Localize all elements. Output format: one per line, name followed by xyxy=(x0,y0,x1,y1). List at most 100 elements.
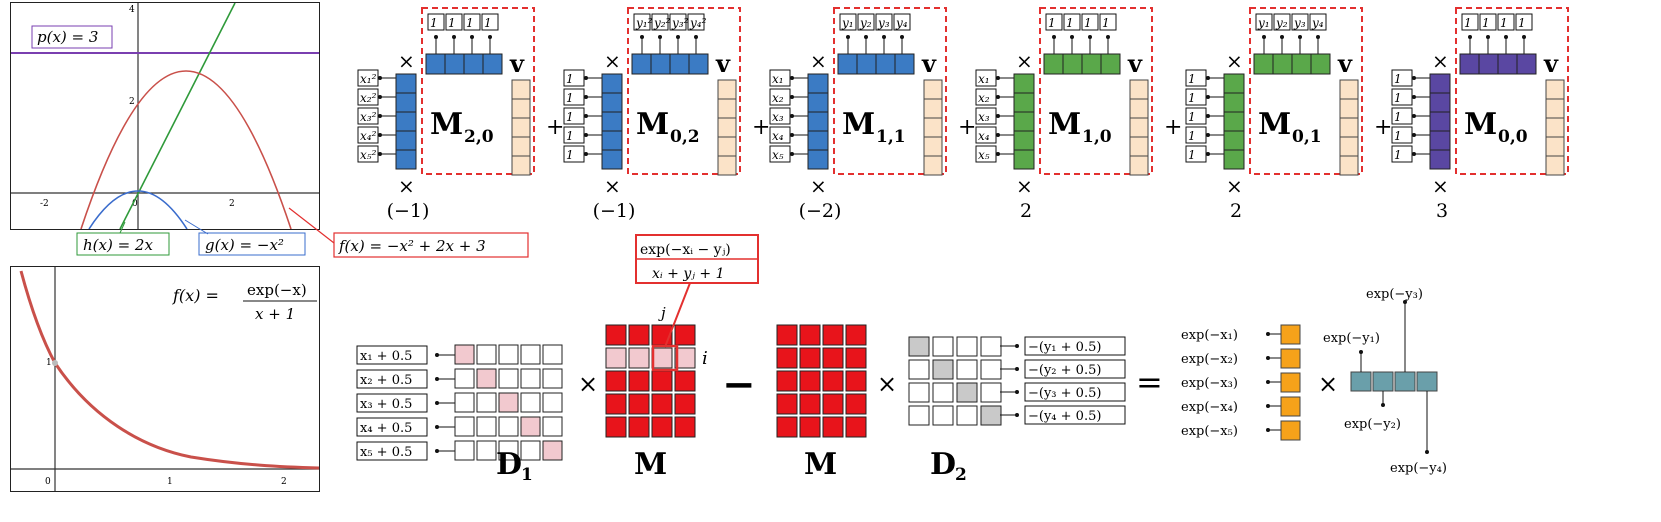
d1-cell xyxy=(520,392,541,413)
matrix-label: M xyxy=(430,107,463,142)
D2-block: −(y₁ + 0.5)−(y₂ + 0.5)−(y₃ + 0.5)−(y₄ + … xyxy=(908,336,1126,485)
m-cell xyxy=(605,416,627,438)
col-label: 1 xyxy=(1102,16,1110,30)
col-label: y₄² xyxy=(689,16,707,30)
m-cell xyxy=(605,370,627,392)
d2-cell xyxy=(908,359,930,380)
exp-x-cell xyxy=(1280,372,1301,393)
matrix-box xyxy=(627,7,741,175)
y-tick: 4 xyxy=(129,5,135,15)
col-label: y₁² xyxy=(635,16,653,30)
row-label: 1 xyxy=(1394,129,1402,143)
col-label: y₃² xyxy=(671,16,689,30)
v-vector-cell xyxy=(1545,155,1565,176)
col-label: y₄ xyxy=(1311,16,1324,30)
polynomial-plot: -2 0 2 2 4 p(x) = 3 xyxy=(10,2,320,230)
row-label: 1 xyxy=(566,91,574,105)
d1-cell xyxy=(476,368,497,389)
m-cell xyxy=(776,370,798,392)
times-symbol: × xyxy=(398,49,415,73)
matrix-box xyxy=(1455,7,1569,175)
exp-x-cell xyxy=(1280,348,1301,369)
d2-cell xyxy=(956,382,978,403)
col-label: y₃ xyxy=(1293,16,1306,30)
f-label: f(x) = −x² + 2x + 3 xyxy=(338,237,486,255)
row-label: x₁ xyxy=(978,72,990,86)
exp-y-label: exp(−y₂) xyxy=(1344,417,1401,432)
D1-label: D xyxy=(496,447,522,482)
m-cell xyxy=(628,370,650,392)
exp-x-cell xyxy=(1280,420,1301,441)
exp-x-label: exp(−x₄) xyxy=(1181,400,1238,415)
v-vector-cell xyxy=(511,155,531,176)
exp-x-vector: exp(−x₁)exp(−x₂)exp(−x₃)exp(−x₄)exp(−x₅) xyxy=(1181,324,1301,441)
col-label: 1 xyxy=(430,16,438,30)
m-cell xyxy=(822,347,844,369)
d1-row-label: x₁ + 0.5 xyxy=(360,349,412,364)
matrix-label: M xyxy=(636,107,669,142)
row-label: x₂ xyxy=(978,91,990,105)
plot1-labels: h(x) = 2x g(x) = −x² f(x) = −x² + 2x + 3 xyxy=(76,207,529,258)
g-curve xyxy=(88,190,188,229)
matrix-label: M xyxy=(842,107,875,142)
d2-row-label: −(y₃ + 0.5) xyxy=(1028,386,1101,401)
row-label: x₃ xyxy=(978,110,990,124)
d1-cell xyxy=(520,440,541,461)
m-cell xyxy=(776,416,798,438)
d2-cell xyxy=(980,336,1002,357)
row-label: x₅ xyxy=(978,148,990,162)
v-vector-cell xyxy=(1339,155,1359,176)
matrix-box xyxy=(1039,7,1153,175)
m-cell xyxy=(674,370,696,392)
matrix-label: M xyxy=(1258,107,1291,142)
row-label: 1 xyxy=(1188,110,1196,124)
d1-cell xyxy=(498,416,519,437)
D2-label: D xyxy=(930,447,956,482)
m-cell xyxy=(605,393,627,415)
matrix-subscript: 1,0 xyxy=(1082,127,1112,147)
left-vector-cell xyxy=(395,149,417,170)
m-cell xyxy=(845,416,867,438)
coefficient: 2 xyxy=(1020,200,1032,222)
matrix-subscript: 2,0 xyxy=(464,127,494,147)
callout-denominator: xᵢ + yⱼ + 1 xyxy=(652,266,725,282)
v-label: v xyxy=(1127,49,1143,78)
coefficient: (−2) xyxy=(799,200,842,222)
matrix-box xyxy=(1249,7,1363,175)
j-label: j xyxy=(658,304,666,322)
times-symbol: × xyxy=(877,370,897,398)
m-cell xyxy=(651,370,673,392)
row-label: 1 xyxy=(566,72,574,86)
d1-cell xyxy=(542,440,563,461)
row-label: 1 xyxy=(566,129,574,143)
d1-cell xyxy=(454,392,475,413)
exp-y-cell xyxy=(1372,371,1394,392)
d1-cell xyxy=(542,392,563,413)
m-cell xyxy=(845,324,867,346)
top-vector-cell xyxy=(894,53,915,75)
d1-cell xyxy=(476,440,497,461)
m-cell xyxy=(628,416,650,438)
times-symbol: × xyxy=(810,49,827,73)
exp-x-label: exp(−x₁) xyxy=(1181,328,1238,343)
times-symbol: × xyxy=(578,370,598,398)
times-symbol: × xyxy=(1318,370,1338,398)
row-label: 1 xyxy=(1188,129,1196,143)
d1-cell xyxy=(498,368,519,389)
exp-x-label: exp(−x₂) xyxy=(1181,352,1238,367)
row-label: x₁ xyxy=(772,72,784,86)
m-cell xyxy=(822,393,844,415)
col-label: 1 xyxy=(1482,16,1490,30)
exp-y-vector: exp(−y₁)exp(−y₂)exp(−y₃)exp(−y₄) xyxy=(1323,287,1447,476)
left-vector-cell xyxy=(1013,149,1035,170)
m-cell xyxy=(605,347,627,369)
m-cell xyxy=(822,324,844,346)
d2-cell xyxy=(980,382,1002,403)
callout-numerator: exp(−xᵢ − yⱼ) xyxy=(640,242,731,258)
col-label: 1 xyxy=(1464,16,1472,30)
times-symbol: × xyxy=(1016,49,1033,73)
minus-symbol: − xyxy=(722,361,756,408)
m-cell xyxy=(628,324,650,346)
